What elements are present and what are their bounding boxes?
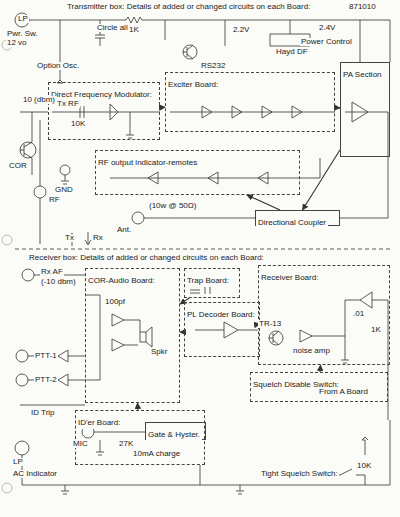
schematic-label: 871010: [348, 3, 377, 11]
signal-connector: [137, 403, 139, 410]
board-label: Exciter Board:: [166, 80, 220, 91]
wiring: [15, 13, 392, 494]
board-box: COR-Audio Board:: [85, 268, 180, 403]
board-box: PA Section: [340, 62, 390, 157]
schematic-label: GND: [54, 186, 74, 194]
schematic-label: 1K: [128, 26, 140, 34]
schematic-label: 2.2V: [232, 26, 250, 34]
schematic-label: (10w @ 50Ω): [148, 202, 197, 210]
schematic-label: 10K: [70, 120, 86, 128]
schematic-label: Rx: [92, 234, 104, 242]
schematic-label: 12 vo: [6, 39, 28, 47]
schematic-label: 10mA charge: [132, 450, 181, 458]
board-box: Directional Coupler: [255, 210, 340, 226]
schematic-label: .01: [352, 310, 365, 318]
signal-connector: [302, 150, 340, 210]
schematic-label: 27K: [118, 440, 134, 448]
board-label: COR-Audio Board:: [86, 276, 157, 287]
schematic-label: Receiver box: Details of added or change…: [28, 254, 265, 262]
schematic-label: RF: [48, 196, 61, 204]
schematic-label: 100pf: [104, 298, 126, 306]
board-label: Receiver Board:: [259, 273, 320, 284]
schematic-label: ID Trip: [30, 409, 56, 417]
board-label: PA Section: [341, 70, 384, 81]
board-label: RF output indicator-remotes: [96, 158, 199, 169]
schematic-label: TR-13: [258, 320, 282, 328]
board-label: Trap Board:: [185, 276, 231, 287]
board-box: RF output indicator-remotes: [95, 150, 300, 195]
schematic-label: Option Osc.: [36, 62, 80, 70]
board-box: Exciter Board:: [165, 72, 335, 132]
schematic-label: LP: [17, 15, 29, 23]
schematic-label: Power Control: [300, 38, 353, 46]
board-label: Gate & Hyster.: [146, 430, 202, 441]
schematic-label: RS232: [200, 62, 226, 70]
board-box: Direct Frequency Modulator:: [48, 82, 160, 140]
schematic-label: Ant.: [116, 226, 132, 234]
schematic-label: Pwr. Sw.: [6, 30, 39, 38]
schematic-label: Spkr: [150, 348, 168, 356]
signal-connector: [319, 365, 321, 372]
schematic-label: Tight Squelch Switch:: [260, 470, 339, 478]
schematic-label: 2.4V: [318, 24, 336, 32]
board-box: Gate & Hyster.: [145, 422, 206, 440]
punch-hole: [2, 235, 12, 245]
board-label: Directional Coupler: [256, 218, 328, 229]
signal-connector: [247, 195, 280, 210]
schematic-label: MIC: [72, 440, 89, 448]
schematic-label: Rx AF: [40, 268, 64, 276]
schematic-label: 1K: [370, 326, 382, 334]
schematic-label: PTT-1: [34, 352, 58, 360]
board-box: Trap Board:: [184, 268, 240, 298]
schematic-label: Circle all: [96, 24, 129, 32]
schematic-label: noise amp: [292, 347, 331, 355]
board-box: Squelch Disable Switch:: [250, 372, 388, 402]
schematic-label: 10 (dbm): [22, 96, 56, 104]
schematic-label: LP: [12, 458, 24, 466]
schematic-label: 10K: [356, 462, 372, 470]
schematic-label: Tx RF: [56, 100, 80, 108]
schematic-label: Hayd DF: [275, 48, 309, 56]
schematic-label: AC Indicator: [12, 470, 58, 478]
board-box: PL Decoder Board:: [184, 302, 260, 357]
schematic-label: Tx: [64, 234, 75, 242]
schematic-label: PTT-2: [34, 376, 58, 384]
page-title: Transmitter box: Details of added or cha…: [66, 3, 311, 12]
schematic-label: (-10 dbm): [40, 278, 77, 286]
schematic-label: COR: [8, 162, 28, 170]
board-label: PL Decoder Board:: [185, 310, 257, 321]
punch-hole: [2, 483, 12, 493]
board-label: ID'er Board:: [76, 418, 122, 429]
schematic-label: From A Board: [318, 388, 369, 396]
